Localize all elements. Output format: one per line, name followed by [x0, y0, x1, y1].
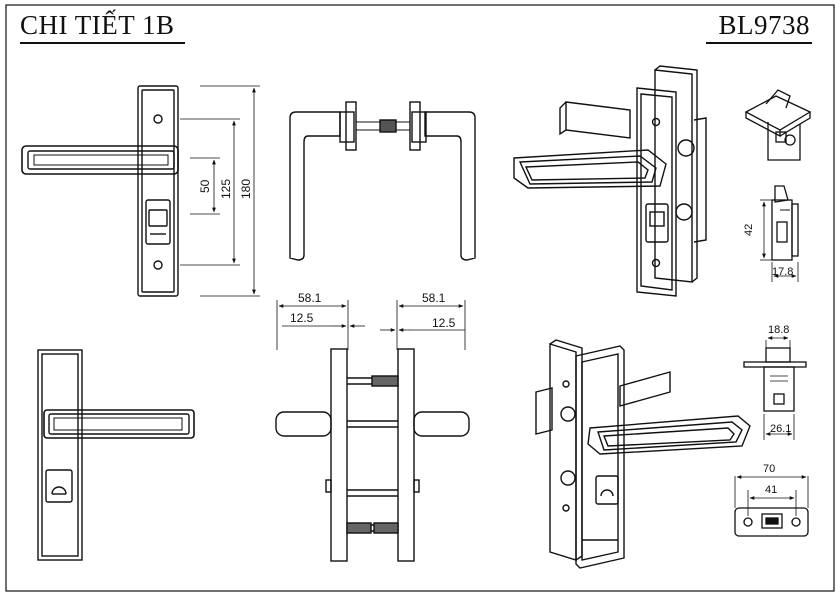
strike-plate: [734, 475, 809, 537]
dim-180: 180: [239, 179, 253, 199]
isometric-handle-set: [513, 65, 707, 297]
latch-side-view: [760, 185, 799, 282]
model-number: BL9738: [718, 10, 810, 40]
drawing-title: CHI TIẾT 1B: [20, 10, 175, 40]
front-view-dimensions: [180, 85, 260, 297]
dim-50: 50: [198, 179, 212, 193]
top-view-handles: [289, 101, 476, 261]
dim-17-8: 17.8: [772, 266, 793, 278]
side-view-dimensions: [276, 300, 466, 350]
sheet-frame: [5, 4, 835, 592]
side-view-assembly: [275, 348, 470, 562]
dim-26-1: 26.1: [770, 423, 791, 435]
dim-12-5-left: 12.5: [290, 311, 314, 325]
latch-isometric: [744, 89, 812, 161]
latch-top-view: [743, 336, 807, 440]
dim-12-5-right: 12.5: [432, 316, 456, 330]
title-underline: [20, 42, 185, 44]
dim-58-1-right: 58.1: [422, 291, 446, 305]
dim-70: 70: [763, 463, 775, 475]
front-view-handle: [21, 85, 179, 297]
dim-41: 41: [765, 484, 777, 496]
dim-18-8: 18.8: [768, 324, 789, 336]
isometric-handle-set-2: [535, 339, 751, 569]
dim-42: 42: [743, 224, 755, 236]
front-view-handle-2: [37, 349, 195, 561]
model-underline: [706, 42, 812, 44]
dim-58-1-left: 58.1: [298, 291, 322, 305]
dim-125: 125: [219, 179, 233, 199]
